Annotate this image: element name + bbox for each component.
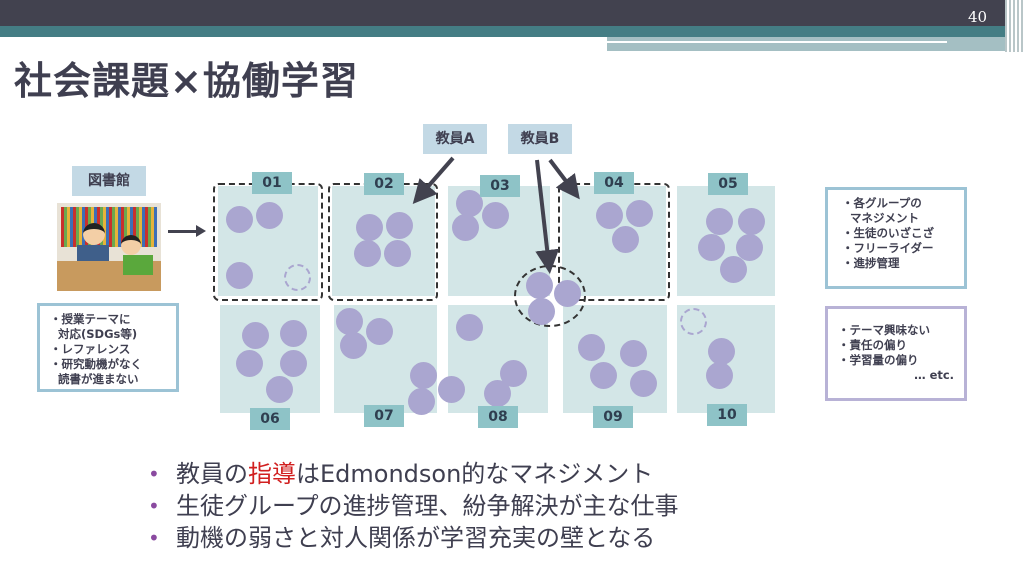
library-notes: ・授業テーマに 対応(SDGs等) ・レファレンス ・研究動機がなく 読書が進ま… [37,303,179,392]
bullet-1-post: はEdmondson的なマネジメント [296,460,654,488]
group-label-05: 05 [708,173,748,195]
teacher-issues-box: ・各グループの マネジメント ・生徒のいざこざ ・フリーライダー ・進捗管理 [825,187,967,289]
teacher-a-label: 教員A [423,124,487,154]
library-illustration [57,203,161,291]
bullet-list: 教員の指導はEdmondson的なマネジメント 生徒グループの進捗管理、紛争解決… [148,458,679,554]
teacher-b-label: 教員B [508,124,572,154]
teal-stripe [0,26,1024,37]
group-label-02: 02 [364,173,404,195]
decor-bars [1005,0,1024,52]
group-label-08: 08 [478,406,518,428]
top-bar [0,0,1024,26]
group-label-07: 07 [364,405,404,427]
arrow-right-icon [168,230,198,233]
group-label-06: 06 [250,408,290,430]
arrow-head-icon [196,225,206,237]
page-number: 40 [968,8,988,26]
student-issues-box: ・テーマ興味ない ・責任の偏り ・学習量の偏り … etc. [825,306,967,401]
bullet-1: 教員の指導はEdmondson的なマネジメント [148,458,679,490]
bullet-2: 生徒グループの進捗管理、紛争解決が主な仕事 [148,490,679,522]
arrow-teacher-b-conflict-icon [535,159,560,274]
group-tile-02 [332,186,435,296]
bullet-1-pre: 教員の [176,460,248,488]
arrow-teacher-a-icon [412,156,455,205]
library-label: 図書館 [72,166,146,196]
group-label-03: 03 [480,175,520,197]
group-label-10: 10 [707,404,747,426]
stripe-line [607,41,947,43]
group-label-09: 09 [593,406,633,428]
bullet-3: 動機の弱さと対人関係が学習充実の壁となる [148,522,679,554]
slide-title: 社会課題×協働学習 [14,59,359,103]
group-label-01: 01 [252,172,292,194]
arrow-teacher-b-group-icon [548,158,580,200]
bullet-1-emphasis: 指導 [248,460,296,488]
teal-stripe-accent [607,37,1007,51]
group-label-04: 04 [594,172,634,194]
